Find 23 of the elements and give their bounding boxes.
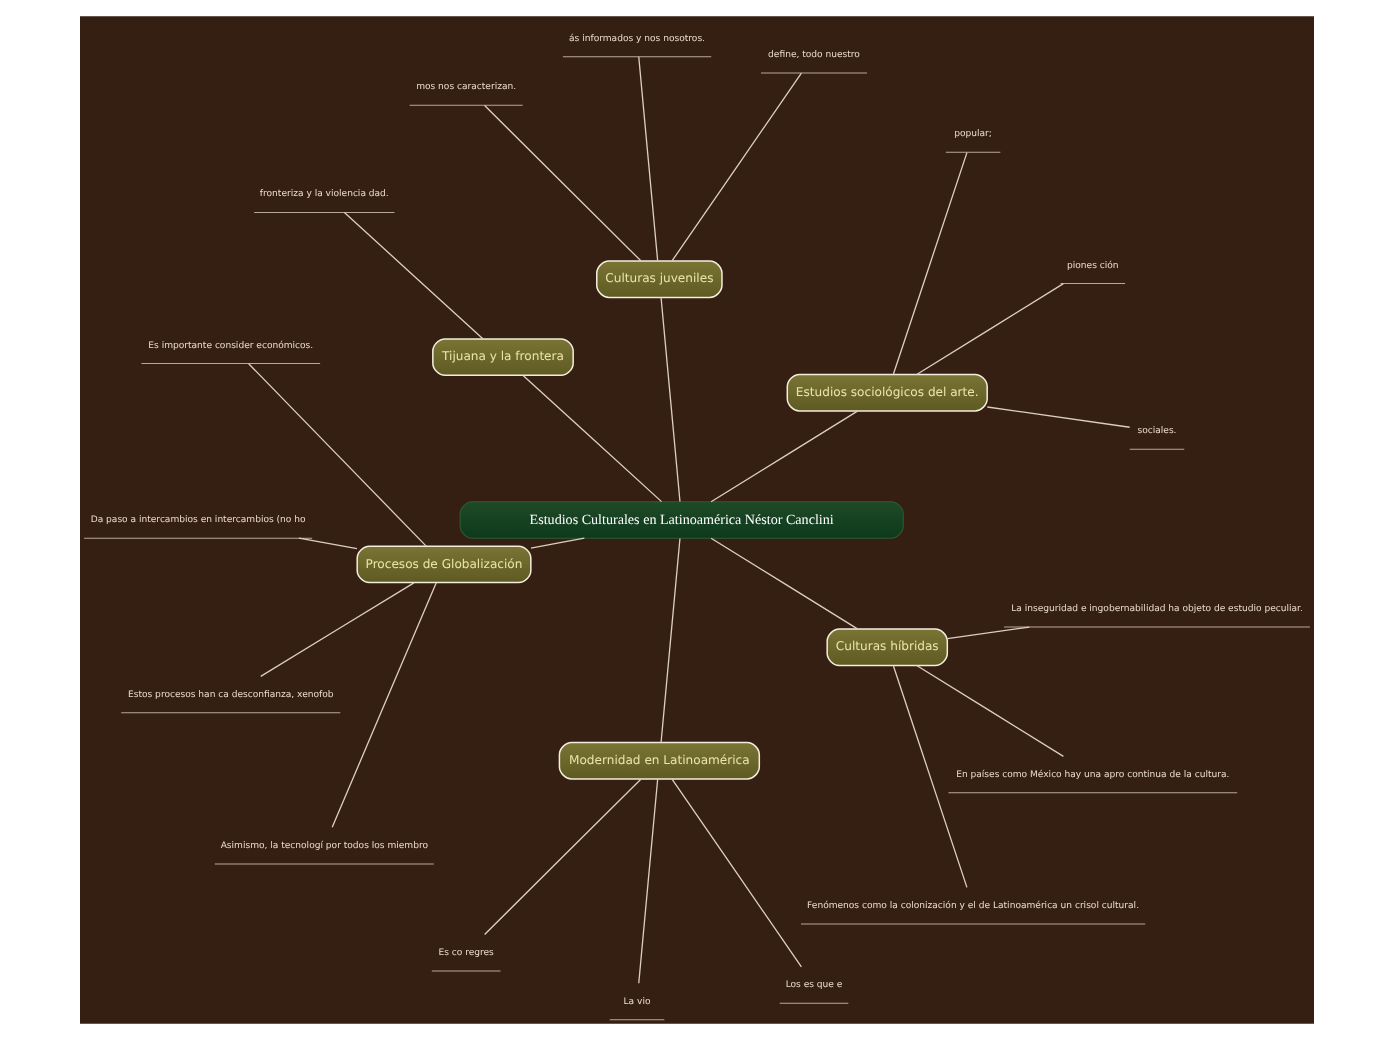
connector [482,104,641,262]
connector [945,626,1029,640]
connector [891,664,967,889]
connector [297,537,357,550]
connector [637,778,658,984]
connector [342,211,483,340]
connector [482,778,641,936]
connector [259,582,414,678]
connector [670,778,802,968]
connector [915,664,1064,757]
connector [985,406,1130,428]
connector [709,410,858,503]
connector [670,72,802,262]
connector [247,363,426,547]
connector [637,56,658,262]
connector [891,151,967,376]
connector [659,296,680,503]
connector [659,537,680,744]
connector [521,374,662,503]
connector [915,283,1064,376]
connector [529,537,584,549]
connector [709,537,858,630]
connector [330,582,436,828]
